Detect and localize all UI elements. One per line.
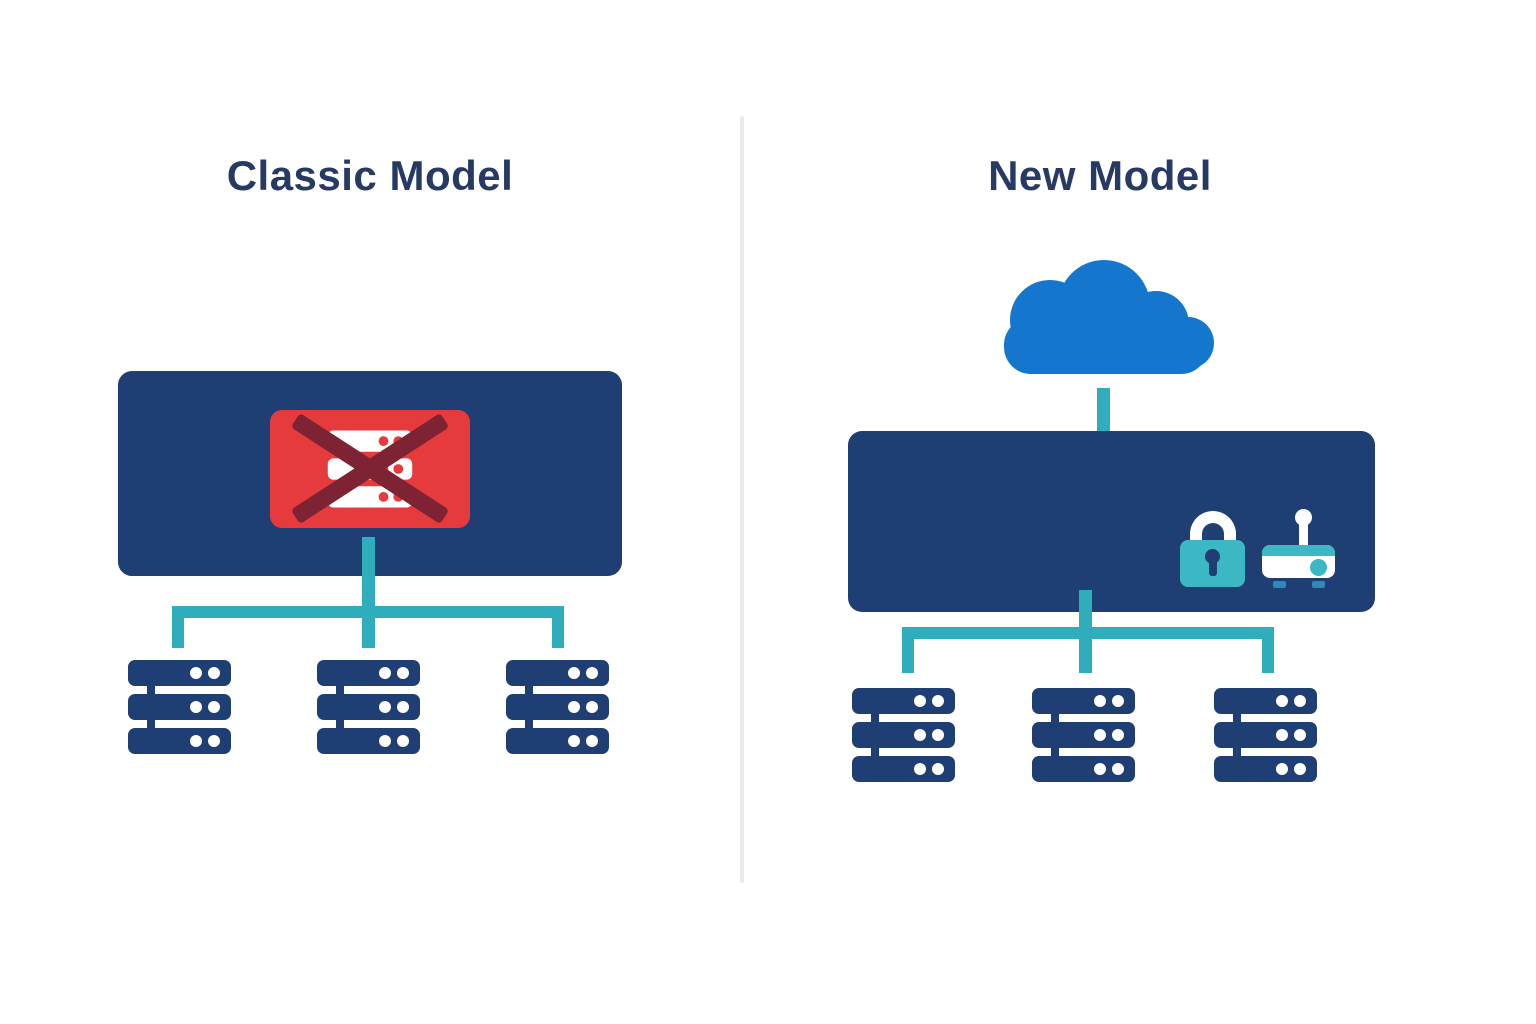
server-rack-icon <box>317 660 420 754</box>
classic-central-box <box>118 371 622 576</box>
server-rack-icon <box>506 660 609 754</box>
connector-stem <box>362 537 375 613</box>
keyhole <box>1205 549 1220 576</box>
connector-drop <box>902 627 914 673</box>
new-model-title: New Model <box>988 152 1212 199</box>
led-light <box>1310 559 1327 576</box>
router-icon <box>1262 509 1335 588</box>
new-central-box <box>848 431 1375 612</box>
connector-drop <box>552 606 564 648</box>
connector-drop <box>1079 627 1092 673</box>
connector-drop <box>172 606 184 648</box>
connector-drop <box>1262 627 1274 673</box>
crossed-out-server-icon <box>270 410 470 528</box>
server-rack-icon <box>1214 688 1317 782</box>
panel-divider <box>740 116 744 883</box>
connector-stem <box>1079 590 1092 634</box>
server-rack-icon <box>852 688 955 782</box>
cloud-icon <box>1004 260 1214 374</box>
connector-drop <box>362 606 375 648</box>
server-rack-icon <box>1032 688 1135 782</box>
server-rack-icon <box>128 660 231 754</box>
classic-model-title: Classic Model <box>226 152 514 199</box>
lock-icon <box>1180 511 1245 587</box>
